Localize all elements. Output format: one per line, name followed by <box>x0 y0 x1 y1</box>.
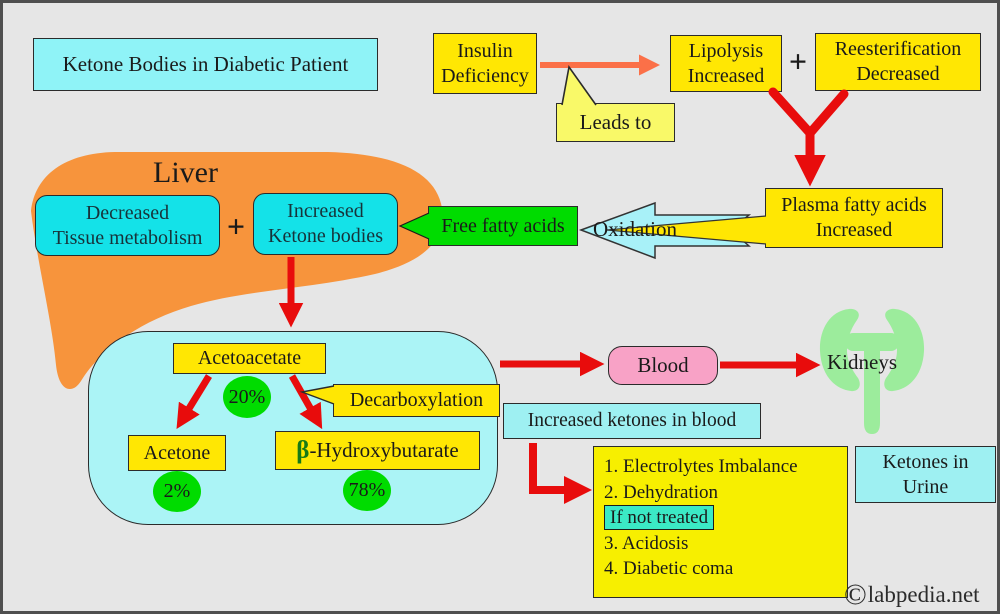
decreased-tissue-metabolism-box: Decreased Tissue metabolism <box>35 195 220 256</box>
increased-ketones-in-blood-box: Increased ketones in blood <box>503 403 761 439</box>
diagram-title: Ketone Bodies in Diabetic Patient <box>33 38 378 91</box>
ketones-in-urine-box: Ketones in Urine <box>855 446 996 503</box>
leads-to-callout: Leads to <box>556 103 675 142</box>
merge-y-arrow <box>768 87 849 187</box>
leads-to-pointer <box>561 64 597 106</box>
liver-label: Liver <box>153 156 218 189</box>
complications-box: 1. Electrolytes Imbalance 2. Dehydration… <box>593 446 848 598</box>
beta-hydroxybutarate-box: β-Hydroxybutarate <box>275 431 480 470</box>
plus-sign-liver: + <box>226 207 246 244</box>
free-fatty-acids-box: Free fatty acids <box>428 206 578 246</box>
if-not-treated-badge: If not treated <box>604 505 715 530</box>
acetone-box: Acetone <box>128 435 226 471</box>
kidneys-label: Kidneys <box>827 350 897 374</box>
free-fatty-acids-tail <box>398 212 430 240</box>
beta-hydroxybutarate-label: -Hydroxybutarate <box>309 438 459 463</box>
reesterification-box: Reesterification Decreased <box>815 33 981 91</box>
plus-sign-top: + <box>788 42 808 79</box>
complication-item: 2. Dehydration <box>604 481 718 503</box>
copyright-icon: © <box>844 578 867 611</box>
ketones-to-complications-arrow <box>529 443 592 504</box>
oxidation-label: Oxidation <box>593 217 677 241</box>
lipolysis-box: Lipolysis Increased <box>670 35 782 92</box>
complication-item: 4. Diabetic coma <box>604 558 734 579</box>
increased-ketone-bodies-box: Increased Ketone bodies <box>253 193 398 255</box>
insulin-deficiency-box: Insulin Deficiency <box>433 33 537 94</box>
copyright-credit: © labpedia.net <box>844 580 980 610</box>
beta-symbol: β <box>296 436 310 464</box>
beta-hydroxybutarate-percentage: 78% <box>343 470 391 511</box>
acetoacetate-box: Acetoacetate <box>173 343 326 374</box>
acetoacetate-percentage: 20% <box>223 376 271 418</box>
acetone-percentage: 2% <box>153 471 201 512</box>
decarboxylation-callout: Decarboxylation <box>333 384 500 417</box>
plasma-fatty-acids-box: Plasma fatty acids Increased <box>765 188 943 248</box>
complication-item: 3. Acidosis <box>604 532 689 554</box>
complication-item: 1. Electrolytes Imbalance <box>604 456 798 477</box>
credit-text: labpedia.net <box>867 582 980 607</box>
blood-box: Blood <box>608 346 718 385</box>
